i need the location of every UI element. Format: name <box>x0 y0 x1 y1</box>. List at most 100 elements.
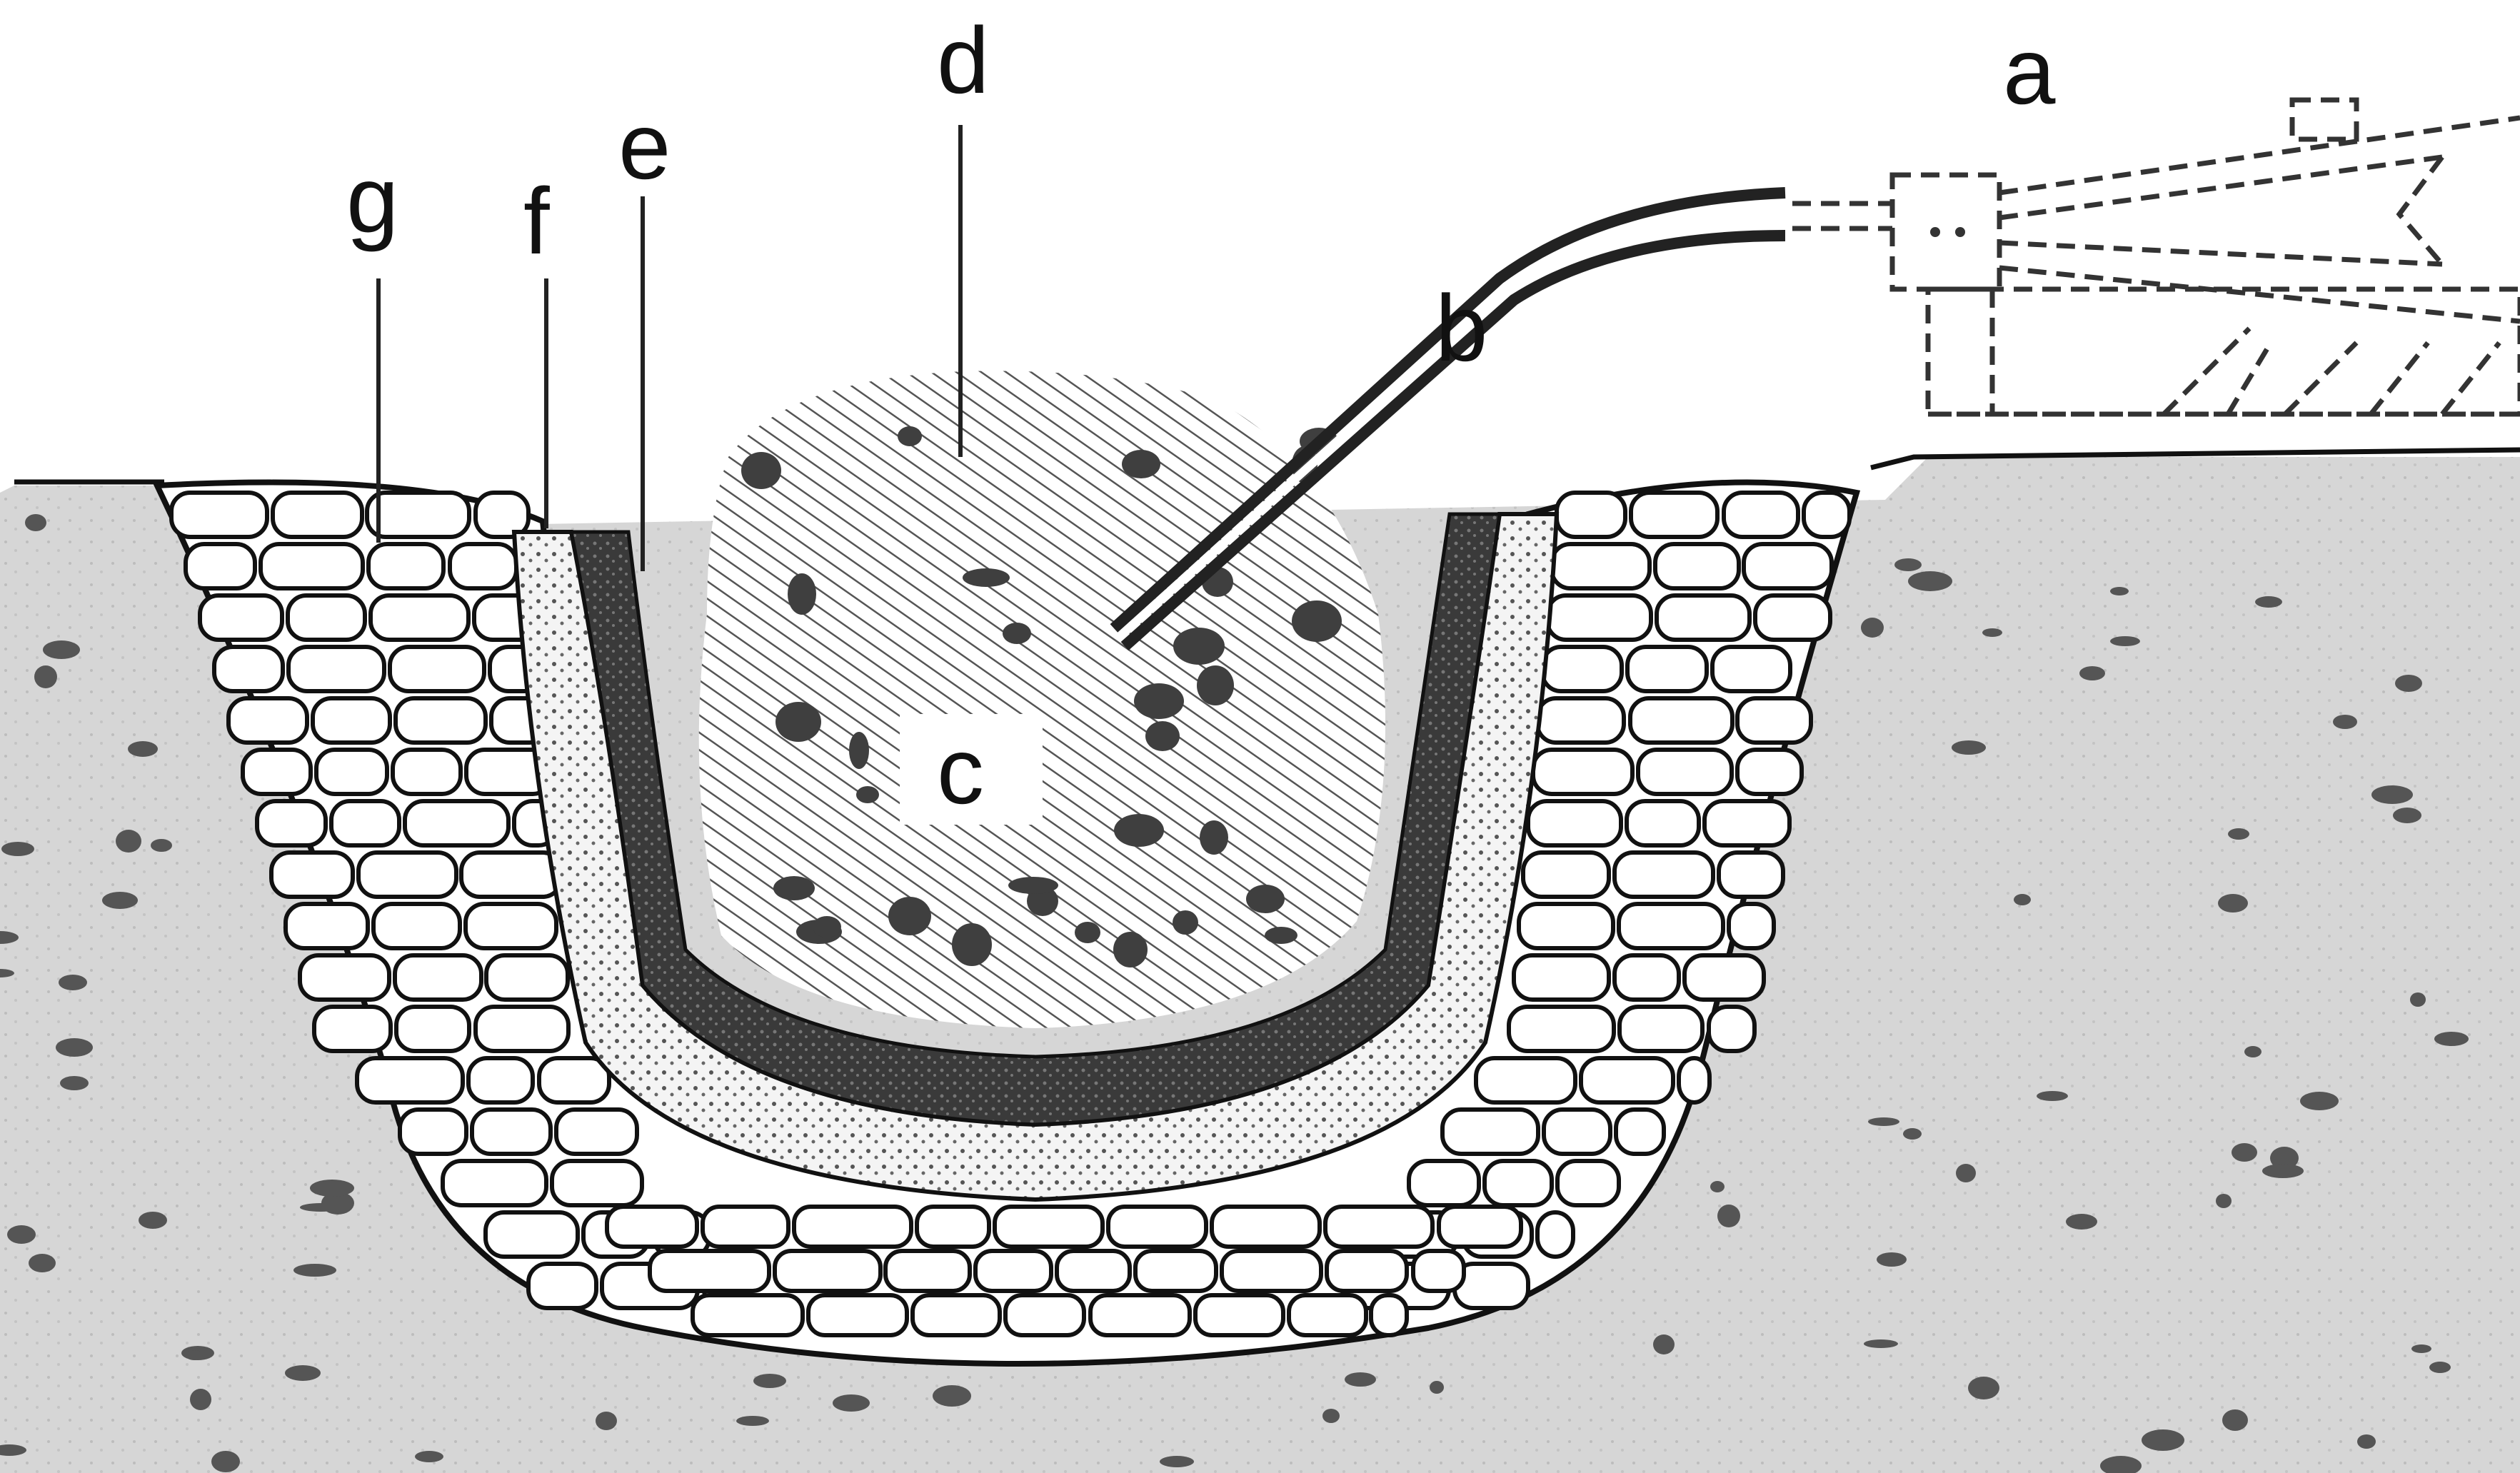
soil-speck <box>2037 1091 2068 1101</box>
stone-block <box>331 801 399 845</box>
stone-block <box>913 1295 1000 1335</box>
stone-block <box>286 904 368 948</box>
soil-speck <box>933 1385 971 1407</box>
stone-block <box>1631 493 1717 537</box>
soil-speck <box>1 842 34 856</box>
stone-block <box>1804 493 1849 537</box>
soil-speck <box>736 1416 769 1426</box>
waste-blob <box>1003 623 1031 644</box>
soil-speck <box>2333 715 2357 729</box>
soil-speck <box>1430 1381 1444 1394</box>
soil-speck <box>186 1350 203 1360</box>
stone-block <box>400 1110 466 1154</box>
stone-block <box>1755 595 1830 640</box>
soil-speck <box>833 1394 870 1412</box>
stone-block <box>273 493 362 537</box>
stone-block <box>1409 1161 1479 1205</box>
soil-speck <box>60 1076 89 1090</box>
soil-speck <box>1903 1128 1922 1140</box>
soil-speck <box>2228 828 2249 840</box>
waste-blob <box>1114 814 1164 847</box>
soil-speck <box>1868 1117 1899 1126</box>
label-f: f <box>523 169 550 273</box>
stone-block <box>229 698 307 743</box>
soil-speck <box>1982 628 2002 637</box>
stone-block <box>200 595 282 640</box>
stone-block <box>995 1207 1103 1247</box>
stone-block <box>1371 1295 1407 1335</box>
soil-speck <box>43 640 80 659</box>
stone-block <box>1476 1058 1575 1102</box>
waste-blob <box>849 732 869 769</box>
stone-block <box>472 1110 551 1154</box>
soil-speck <box>211 1451 240 1472</box>
stone-block <box>552 1161 642 1205</box>
waste-blob <box>773 876 815 900</box>
waste-blob <box>898 426 922 446</box>
soil-speck <box>2393 808 2421 823</box>
stone-block <box>693 1295 803 1335</box>
stone-block <box>257 801 326 845</box>
stone-block <box>271 853 353 897</box>
soil-speck <box>2371 785 2413 804</box>
stone-block <box>1542 647 1622 691</box>
stone-block <box>288 647 384 691</box>
soil-speck <box>2255 596 2282 608</box>
soil-speck <box>1322 1409 1340 1423</box>
waste-blob <box>1246 885 1285 913</box>
stone-block <box>1627 647 1707 691</box>
stone-block <box>1712 647 1790 691</box>
stone-block <box>300 955 389 1000</box>
soil-speck <box>2142 1429 2184 1451</box>
stone-block <box>1289 1295 1366 1335</box>
stone-block <box>1615 853 1713 897</box>
soil-speck <box>2300 1092 2339 1110</box>
label-c: c <box>937 718 984 823</box>
stone-block <box>1627 801 1699 845</box>
waste-blob <box>1134 683 1184 719</box>
waste-blob <box>1122 450 1160 478</box>
soil-speck <box>2434 1032 2469 1046</box>
stone-block <box>1744 544 1832 588</box>
stone-block <box>395 955 481 1000</box>
stone-block <box>1005 1295 1084 1335</box>
pump-machine-a <box>1792 100 2520 414</box>
soil-speck <box>285 1365 321 1381</box>
stone-block <box>1737 750 1802 794</box>
soil-speck <box>1968 1377 1999 1399</box>
stone-block <box>1619 904 1723 948</box>
waste-blob <box>1265 927 1297 944</box>
stone-block <box>1537 698 1624 743</box>
stone-block <box>243 750 311 794</box>
stone-block <box>703 1207 788 1247</box>
soil-speck <box>7 1225 36 1244</box>
soil-speck <box>128 741 158 757</box>
stone-block <box>1195 1295 1283 1335</box>
stone-block <box>1523 853 1609 897</box>
soil-speck <box>1956 1164 1976 1182</box>
stone-block <box>1519 904 1613 948</box>
stone-block <box>808 1295 907 1335</box>
stone-block <box>528 1264 596 1308</box>
stone-block <box>885 1251 970 1291</box>
waste-blob <box>963 568 1010 587</box>
soil-speck <box>753 1374 786 1388</box>
stone-block <box>486 1212 578 1257</box>
waste-blob <box>1075 922 1100 943</box>
stone-block <box>1327 1251 1407 1291</box>
soil-speck <box>1717 1205 1740 1227</box>
stone-block <box>468 1058 533 1102</box>
stone-block <box>650 1251 769 1291</box>
stone-block <box>556 1110 637 1154</box>
stone-block <box>450 544 516 588</box>
waste-blob <box>813 916 841 937</box>
stone-block <box>1413 1251 1464 1291</box>
stone-block <box>358 853 456 897</box>
stone-block <box>486 955 568 1000</box>
stone-block <box>357 1058 463 1102</box>
soil-speck <box>293 1264 336 1277</box>
soil-speck <box>116 830 141 853</box>
stone-block <box>393 750 461 794</box>
